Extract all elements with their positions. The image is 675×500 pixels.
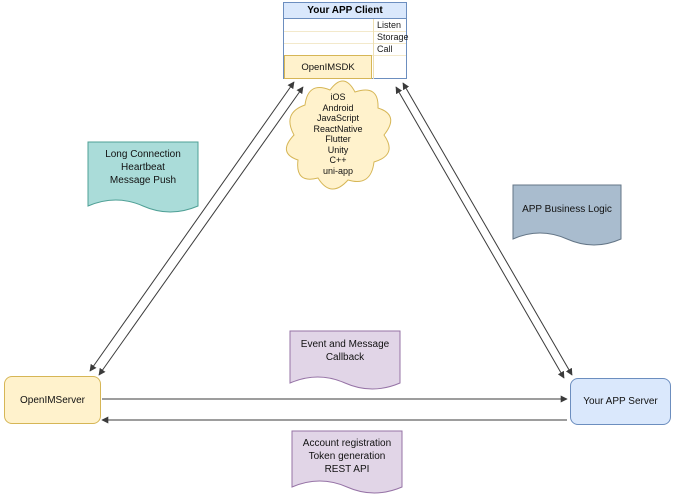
client-box-title: Your APP Client <box>284 3 406 19</box>
platform-cloud-text: iOS Android JavaScript ReactNative Flutt… <box>313 92 363 176</box>
note-account-registration-shape <box>291 430 403 494</box>
note-long-connection-text: Long Connection Heartbeat Message Push <box>105 149 181 186</box>
note-long-connection-shape <box>87 141 199 213</box>
client-interface-listen: Listen <box>377 20 402 30</box>
client-interface-call: Call <box>377 44 393 54</box>
client-interface-storage: Storage <box>377 32 409 42</box>
arrow-client-appserver-2 <box>395 86 565 379</box>
grid-line <box>373 19 374 79</box>
grid-line <box>284 43 406 44</box>
your-app-client-box: Your APP Client Listen Storage Call Open… <box>283 2 409 79</box>
grid-line <box>284 31 406 32</box>
openimsdk-box: OpenIMSDK <box>284 55 372 79</box>
note-app-business-logic-shape <box>512 184 622 246</box>
openimserver-box: OpenIMServer <box>4 376 101 424</box>
platform-cloud-shape <box>286 80 392 190</box>
note-event-callback-shape <box>289 330 401 390</box>
arrow-openimserver-client-2 <box>98 86 304 376</box>
note-event-callback-text: Event and Message Callback <box>300 339 390 363</box>
arrow-openimserver-client-1 <box>89 81 295 372</box>
your-app-server-box: Your APP Server <box>570 378 671 425</box>
client-box-body: Listen Storage Call OpenIMSDK <box>284 19 409 79</box>
note-account-registration-text: Account registration Token generation RE… <box>302 438 392 475</box>
note-app-business-logic-text: APP Business Logic <box>522 204 612 215</box>
